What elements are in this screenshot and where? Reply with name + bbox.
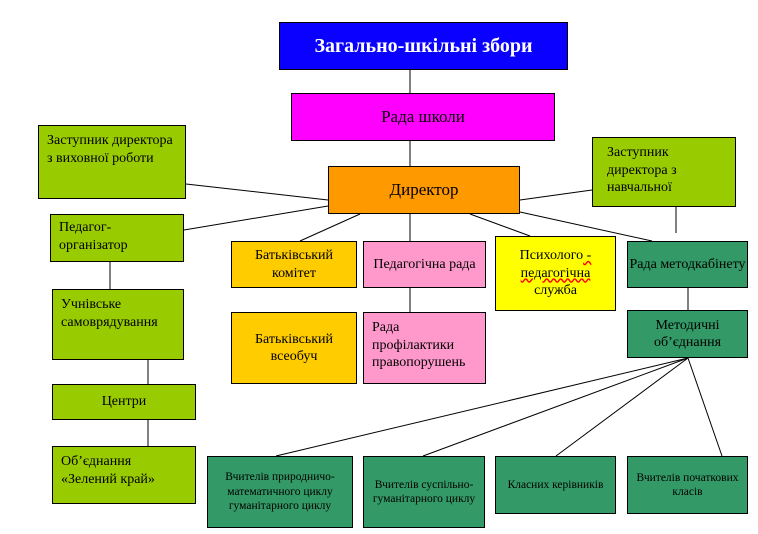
- node-class-leaders-label: Класних керівників: [507, 478, 604, 491]
- node-parent-committee-label: Батьківський комітет: [255, 248, 333, 281]
- node-deputy-education-label: Заступник директора з виховної роботи: [47, 133, 173, 166]
- node-class-leaders: Класних керівників: [495, 456, 616, 514]
- node-methodical-unions: Методичні об’єднання: [627, 310, 748, 358]
- node-director-label: Директор: [389, 180, 459, 200]
- node-psych-service-line1: Психолого -: [519, 248, 592, 264]
- node-parent-education: Батьківський всеобуч: [231, 312, 357, 384]
- node-general-meeting-label: Загально-шкільні збори: [314, 34, 533, 57]
- connector-unions-natural: [275, 357, 689, 457]
- node-green-land: Об’єднання «Зелений край»: [52, 446, 196, 504]
- node-parent-education-label: Батьківський всеобуч: [255, 331, 333, 365]
- connector-director-methodical-council: [519, 211, 653, 242]
- node-organizer: Педагог-організатор: [50, 214, 184, 262]
- connector-unions-primary: [687, 357, 723, 457]
- node-psych-service: Психолого - педагогічна служба: [495, 236, 616, 311]
- node-student-selfgov: Учнівське самоврядування: [52, 289, 184, 360]
- node-student-selfgov-label: Учнівське самоврядування: [61, 297, 158, 330]
- node-prevention-council: Рада профілактики правопорушень: [363, 312, 486, 384]
- node-deputy-academic: Заступник директора з навчальної: [592, 137, 736, 207]
- node-primary-teachers-label: Вчителів початкових класів: [636, 471, 739, 498]
- node-parent-committee: Батьківський комітет: [231, 241, 357, 288]
- node-deputy-education: Заступник директора з виховної роботи: [38, 125, 186, 199]
- node-organizer-label: Педагог-організатор: [59, 220, 128, 253]
- node-pedagogical-council-label: Педагогічна рада: [373, 256, 476, 272]
- node-prevention-council-label: Рада профілактики правопорушень: [372, 320, 466, 370]
- connector-director-parent-committee: [299, 213, 361, 242]
- node-methodical-unions-label: Методичні об’єднання: [653, 317, 722, 351]
- connector-director-deputy-education: [185, 183, 329, 201]
- node-primary-teachers: Вчителів початкових класів: [627, 456, 748, 514]
- node-centers: Центри: [52, 384, 196, 420]
- connector-unions-class-leaders: [555, 357, 689, 457]
- node-psych-service-line3: служба: [534, 283, 577, 299]
- node-teachers-social: Вчителів суспільно-гуманітарного циклу: [363, 456, 485, 528]
- node-teachers-social-label: Вчителів суспільно-гуманітарного циклу: [372, 478, 476, 505]
- connector-director-psych: [469, 213, 531, 237]
- node-centers-label: Центри: [101, 394, 147, 410]
- node-methodical-council: Рада методкабінету: [627, 241, 748, 288]
- node-pedagogical-council: Педагогічна рада: [363, 241, 486, 288]
- node-teachers-natural: Вчителів природничо-математичного циклу …: [207, 456, 353, 528]
- node-psych-service-line2: педагогічна: [520, 265, 591, 281]
- node-director: Директор: [328, 166, 520, 214]
- node-school-council: Рада школи: [291, 93, 555, 141]
- connector-unions-social: [422, 357, 689, 457]
- node-teachers-natural-label: Вчителів природничо-математичного циклу …: [225, 471, 335, 513]
- node-general-meeting: Загально-шкільні збори: [279, 22, 568, 70]
- node-green-land-label: Об’єднання «Зелений край»: [61, 454, 155, 487]
- connector-director-organizer: [183, 205, 329, 231]
- node-methodical-council-label: Рада методкабінету: [629, 256, 746, 272]
- connector-director-deputy-academic: [519, 189, 593, 201]
- node-deputy-academic-label: Заступник директора з навчальної: [607, 145, 677, 195]
- node-school-council-label: Рада школи: [381, 107, 465, 127]
